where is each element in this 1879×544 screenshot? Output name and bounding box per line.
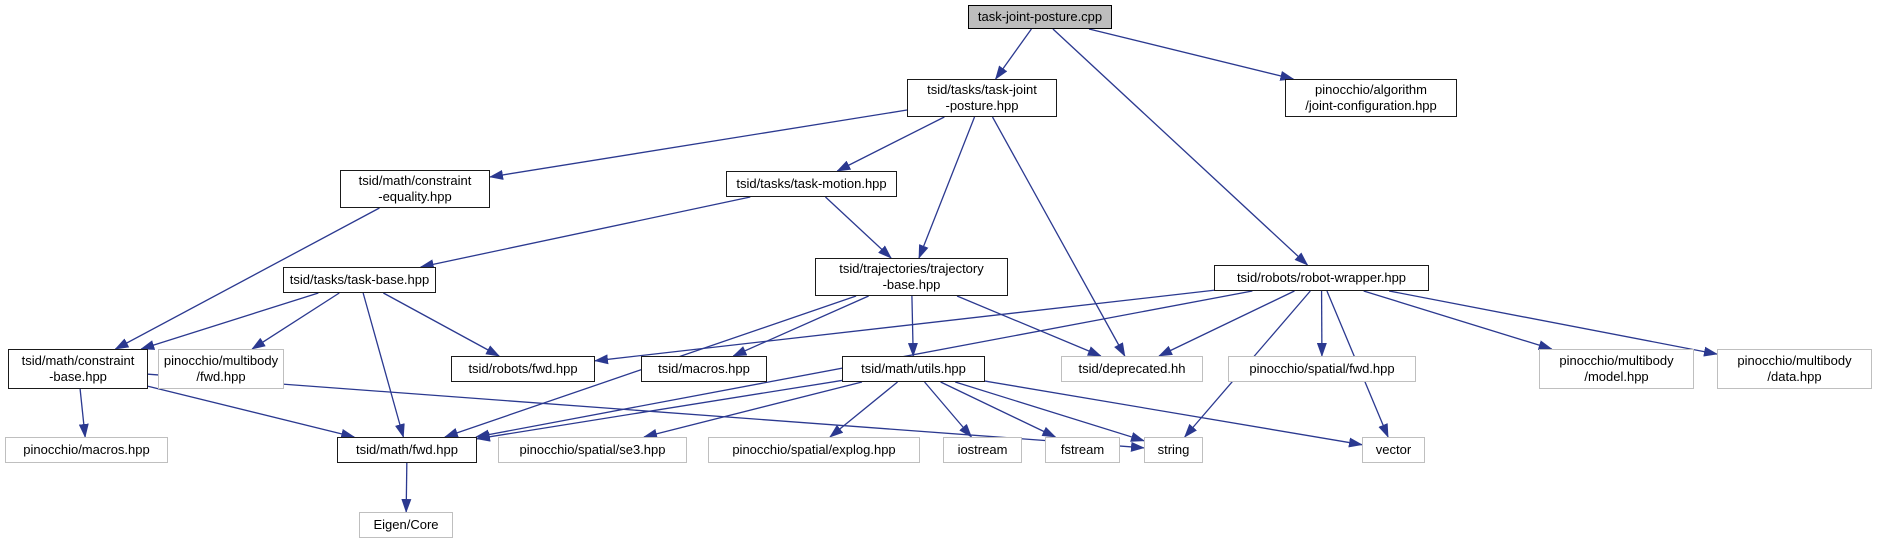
- node-joint-configuration-hpp[interactable]: pinocchio/algorithm/joint-configuration.…: [1285, 79, 1457, 117]
- node-label: string: [1157, 441, 1190, 457]
- node-label: -base.hpp: [49, 369, 107, 384]
- node-pinocchio-multibody-data-hpp: pinocchio/multibody/data.hpp: [1717, 349, 1872, 389]
- edge-tsid-math-utils-hpp--string: [955, 381, 1145, 442]
- edge-task-joint-posture-cpp--joint-configuration-hpp: [1088, 28, 1295, 81]
- node-label: tsid/macros.hpp: [658, 360, 750, 376]
- edge-tsid-math-utils-hpp--pinocchio-spatial-se3-hpp: [643, 381, 863, 439]
- node-pinocchio-spatial-fwd-hpp: pinocchio/spatial/fwd.hpp: [1228, 356, 1416, 382]
- node-tsid-math-utils-hpp[interactable]: tsid/math/utils.hpp: [842, 356, 985, 382]
- edge-task-base-hpp--tsid-robots-fwd-hpp: [383, 292, 500, 357]
- edge-task-base-hpp--tsid-math-fwd-hpp: [362, 292, 405, 438]
- node-tsid-deprecated-hh: tsid/deprecated.hh: [1061, 356, 1203, 382]
- node-label: /fwd.hpp: [196, 369, 246, 384]
- edge-task-motion-hpp--task-base-hpp: [419, 196, 751, 270]
- node-label: /data.hpp: [1767, 369, 1822, 384]
- edge-trajectory-base-hpp--tsid-macros-hpp: [732, 295, 869, 357]
- node-label: pinocchio/algorithm: [1314, 81, 1427, 97]
- edge-constraint-base-hpp--tsid-math-fwd-hpp: [147, 385, 356, 439]
- edge-constraint-equality-hpp--constraint-base-hpp: [114, 207, 380, 350]
- node-label: vector: [1375, 441, 1412, 457]
- node-label: -posture.hpp: [945, 98, 1019, 113]
- node-label: tsid/robots/fwd.hpp: [468, 360, 578, 376]
- node-label: tsid/math/fwd.hpp: [356, 441, 458, 457]
- node-label: /model.hpp: [1584, 369, 1649, 384]
- node-tsid-macros-hpp[interactable]: tsid/macros.hpp: [641, 356, 767, 382]
- node-label: tsid/tasks/task-base.hpp: [289, 271, 430, 287]
- edge-tsid-math-utils-hpp--iostream: [924, 381, 973, 438]
- edge-task-joint-posture-hpp--constraint-equality-hpp: [489, 109, 908, 180]
- node-label: pinocchio/multibody: [1559, 352, 1674, 368]
- node-label: fstream: [1060, 441, 1105, 457]
- node-label: tsid/math/constraint: [358, 172, 472, 188]
- node-label: tsid/tasks/task-joint: [927, 81, 1037, 97]
- node-label: -base.hpp: [882, 277, 941, 292]
- node-constraint-base-hpp[interactable]: tsid/math/constraint-base.hpp: [8, 349, 148, 389]
- edge-tsid-math-utils-hpp--vector: [984, 380, 1363, 448]
- edge-task-joint-posture-hpp--task-motion-hpp: [836, 116, 945, 172]
- node-task-base-hpp[interactable]: tsid/tasks/task-base.hpp: [283, 267, 436, 293]
- edge-constraint-base-hpp--pinocchio-macros-hpp: [78, 388, 89, 438]
- node-constraint-equality-hpp[interactable]: tsid/math/constraint-equality.hpp: [340, 170, 490, 208]
- node-string: string: [1144, 437, 1203, 463]
- edge-tsid-math-utils-hpp--fstream: [940, 381, 1057, 438]
- edge-task-joint-posture-cpp--robot-wrapper-hpp: [1052, 28, 1309, 266]
- node-label: pinocchio/macros.hpp: [23, 441, 150, 457]
- edge-trajectory-base-hpp--tsid-math-utils-hpp: [907, 295, 918, 357]
- node-pinocchio-macros-hpp: pinocchio/macros.hpp: [5, 437, 168, 463]
- edge-task-base-hpp--pinocchio-multibody-fwd-hpp: [251, 292, 340, 350]
- edge-task-joint-posture-cpp--task-joint-posture-hpp: [995, 28, 1032, 80]
- node-pinocchio-spatial-se3-hpp: pinocchio/spatial/se3.hpp: [498, 437, 687, 463]
- node-label: pinocchio/spatial/fwd.hpp: [1249, 360, 1395, 376]
- edge-task-joint-posture-hpp--tsid-deprecated-hh: [991, 116, 1126, 357]
- node-task-motion-hpp[interactable]: tsid/tasks/task-motion.hpp: [726, 171, 897, 197]
- edge-tsid-math-fwd-hpp--eigen-core: [401, 462, 412, 513]
- edge-task-base-hpp--constraint-base-hpp: [140, 292, 319, 350]
- node-tsid-math-fwd-hpp[interactable]: tsid/math/fwd.hpp: [337, 437, 477, 463]
- node-task-joint-posture-hpp[interactable]: tsid/tasks/task-joint-posture.hpp: [907, 79, 1057, 117]
- node-label: tsid/trajectories/trajectory: [839, 260, 984, 276]
- node-trajectory-base-hpp[interactable]: tsid/trajectories/trajectory-base.hpp: [815, 258, 1008, 296]
- edge-robot-wrapper-hpp--pinocchio-multibody-data-hpp: [1388, 290, 1718, 357]
- node-tsid-robots-fwd-hpp[interactable]: tsid/robots/fwd.hpp: [451, 356, 595, 382]
- node-label: tsid/tasks/task-motion.hpp: [736, 175, 887, 191]
- node-label: pinocchio/multibody: [163, 352, 279, 368]
- node-label: tsid/math/utils.hpp: [861, 360, 966, 376]
- node-label: /joint-configuration.hpp: [1305, 98, 1437, 113]
- node-label: Eigen/Core: [373, 516, 439, 532]
- node-robot-wrapper-hpp[interactable]: tsid/robots/robot-wrapper.hpp: [1214, 265, 1429, 291]
- node-task-joint-posture-cpp: task-joint-posture.cpp: [968, 5, 1112, 29]
- edge-tsid-math-utils-hpp--tsid-math-fwd-hpp: [476, 379, 843, 442]
- node-iostream: iostream: [943, 437, 1022, 463]
- edge-task-motion-hpp--trajectory-base-hpp: [825, 196, 892, 259]
- node-fstream: fstream: [1045, 437, 1120, 463]
- node-label: iostream: [957, 441, 1008, 457]
- edge-trajectory-base-hpp--tsid-deprecated-hh: [956, 295, 1102, 357]
- node-label: task-joint-posture.cpp: [977, 8, 1103, 24]
- node-vector: vector: [1362, 437, 1425, 463]
- node-label: pinocchio/spatial/explog.hpp: [732, 441, 896, 457]
- node-label: -equality.hpp: [378, 189, 452, 204]
- edge-constraint-base-hpp--string: [147, 373, 1145, 452]
- edge-robot-wrapper-hpp--tsid-robots-fwd-hpp: [594, 289, 1215, 365]
- edge-tsid-math-utils-hpp--pinocchio-spatial-explog-hpp: [829, 381, 898, 438]
- edge-robot-wrapper-hpp--tsid-deprecated-hh: [1158, 290, 1295, 357]
- node-label: tsid/robots/robot-wrapper.hpp: [1236, 269, 1407, 285]
- edge-task-joint-posture-hpp--trajectory-base-hpp: [918, 116, 976, 259]
- node-eigen-core: Eigen/Core: [359, 512, 453, 538]
- node-pinocchio-spatial-explog-hpp: pinocchio/spatial/explog.hpp: [708, 437, 920, 463]
- node-label: tsid/deprecated.hh: [1078, 360, 1186, 376]
- edge-robot-wrapper-hpp--pinocchio-multibody-model-hpp: [1363, 290, 1553, 350]
- node-label: pinocchio/multibody: [1737, 352, 1852, 368]
- node-label: pinocchio/spatial/se3.hpp: [519, 441, 666, 457]
- node-label: tsid/math/constraint: [21, 352, 135, 368]
- node-pinocchio-multibody-fwd-hpp: pinocchio/multibody/fwd.hpp: [158, 349, 284, 389]
- node-pinocchio-multibody-model-hpp: pinocchio/multibody/model.hpp: [1539, 349, 1694, 389]
